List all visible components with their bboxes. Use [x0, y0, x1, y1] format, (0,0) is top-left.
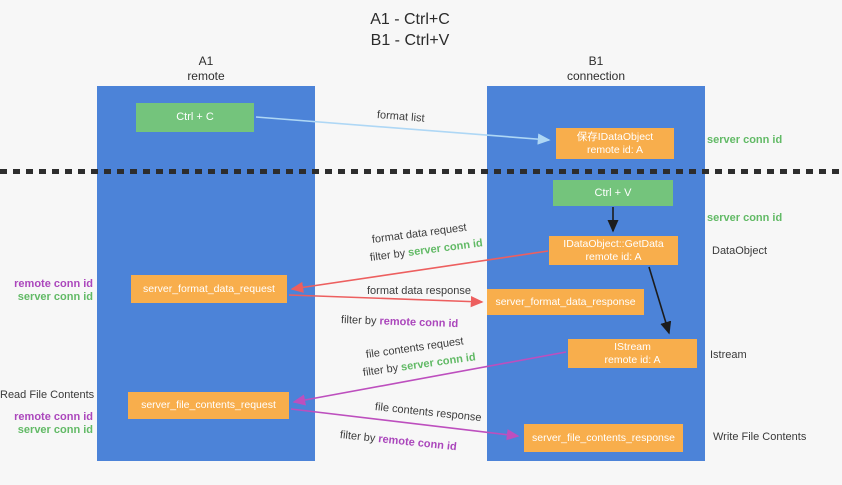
dataobject-annotation: DataObject	[712, 245, 768, 257]
save-idataobject-line2: remote id: A	[586, 143, 644, 156]
save-idataobject-box: 保存IDataObject remote id: A	[556, 128, 674, 159]
ctrl-v-box: Ctrl + V	[553, 180, 673, 206]
format-data-response-label: format data response	[367, 285, 471, 297]
server-conn-id-annotation-mid: server conn id	[707, 212, 783, 224]
istream-box: IStream remote id: A	[568, 339, 697, 368]
filter-by-prefix: filter by	[362, 362, 399, 379]
server-conn-id-annotation-top: server conn id	[707, 134, 783, 146]
filter-by-prefix: filter by	[369, 247, 406, 264]
format-request-label: server_format_data_request	[143, 282, 275, 295]
format-response-label: server_format_data_response	[495, 295, 636, 308]
istream-annotation: Istream	[710, 349, 747, 361]
title-line-1: A1 - Ctrl+C	[370, 11, 450, 28]
dashed-divider	[0, 169, 842, 174]
ctrl-v-label: Ctrl + V	[594, 186, 632, 199]
lane-a1-subtitle: remote	[187, 69, 225, 83]
read-file-contents-annotation: Read File Contents	[0, 389, 95, 401]
title-line-2: B1 - Ctrl+V	[370, 32, 450, 49]
file-response-label: server_file_contents_response	[531, 431, 675, 444]
server-conn-id-annotation-format: server conn id	[17, 291, 93, 303]
filter-by-prefix: filter by	[339, 429, 376, 445]
istream-line2: remote id: A	[604, 353, 661, 366]
istream-line1: IStream	[614, 340, 651, 353]
lane-a1-name: A1	[198, 54, 214, 68]
remote-conn-id-annotation-file: remote conn id	[14, 411, 93, 423]
remote-conn-id-key: remote conn id	[379, 315, 459, 331]
format-list-label: format list	[376, 109, 426, 125]
server-file-contents-request-box: server_file_contents_request	[128, 392, 289, 419]
diagram-title: A1 - Ctrl+C B1 - Ctrl+V	[0, 9, 820, 51]
remote-conn-id-key: remote conn id	[377, 433, 458, 454]
write-file-contents-annotation: Write File Contents	[713, 431, 807, 443]
file-request-label: server_file_contents_request	[141, 399, 276, 411]
lane-b1-subtitle: connection	[566, 69, 626, 83]
getdata-line2: remote id: A	[585, 250, 642, 263]
lane-b1-name: B1	[588, 54, 604, 68]
server-conn-id-key: server conn id	[407, 237, 484, 259]
ctrl-c-box: Ctrl + C	[136, 103, 254, 132]
idataobject-getdata-box: IDataObject::GetData remote id: A	[549, 236, 678, 265]
ctrl-c-label: Ctrl + C	[176, 111, 214, 123]
filter-by-prefix: filter by	[340, 314, 377, 328]
server-format-data-request-box: server_format_data_request	[131, 275, 287, 303]
remote-conn-id-annotation-format: remote conn id	[14, 278, 93, 290]
save-idataobject-line1: 保存IDataObject	[576, 130, 654, 143]
server-conn-id-annotation-file: server conn id	[17, 424, 93, 436]
lane-header-b1: B1 connection	[487, 54, 705, 84]
server-file-contents-response-box: server_file_contents_response	[524, 424, 683, 452]
server-format-data-response-box: server_format_data_response	[487, 289, 644, 315]
lane-header-a1: A1 remote	[97, 54, 315, 84]
getdata-line1: IDataObject::GetData	[563, 237, 664, 250]
file-contents-response-label: file contents response	[374, 401, 483, 425]
